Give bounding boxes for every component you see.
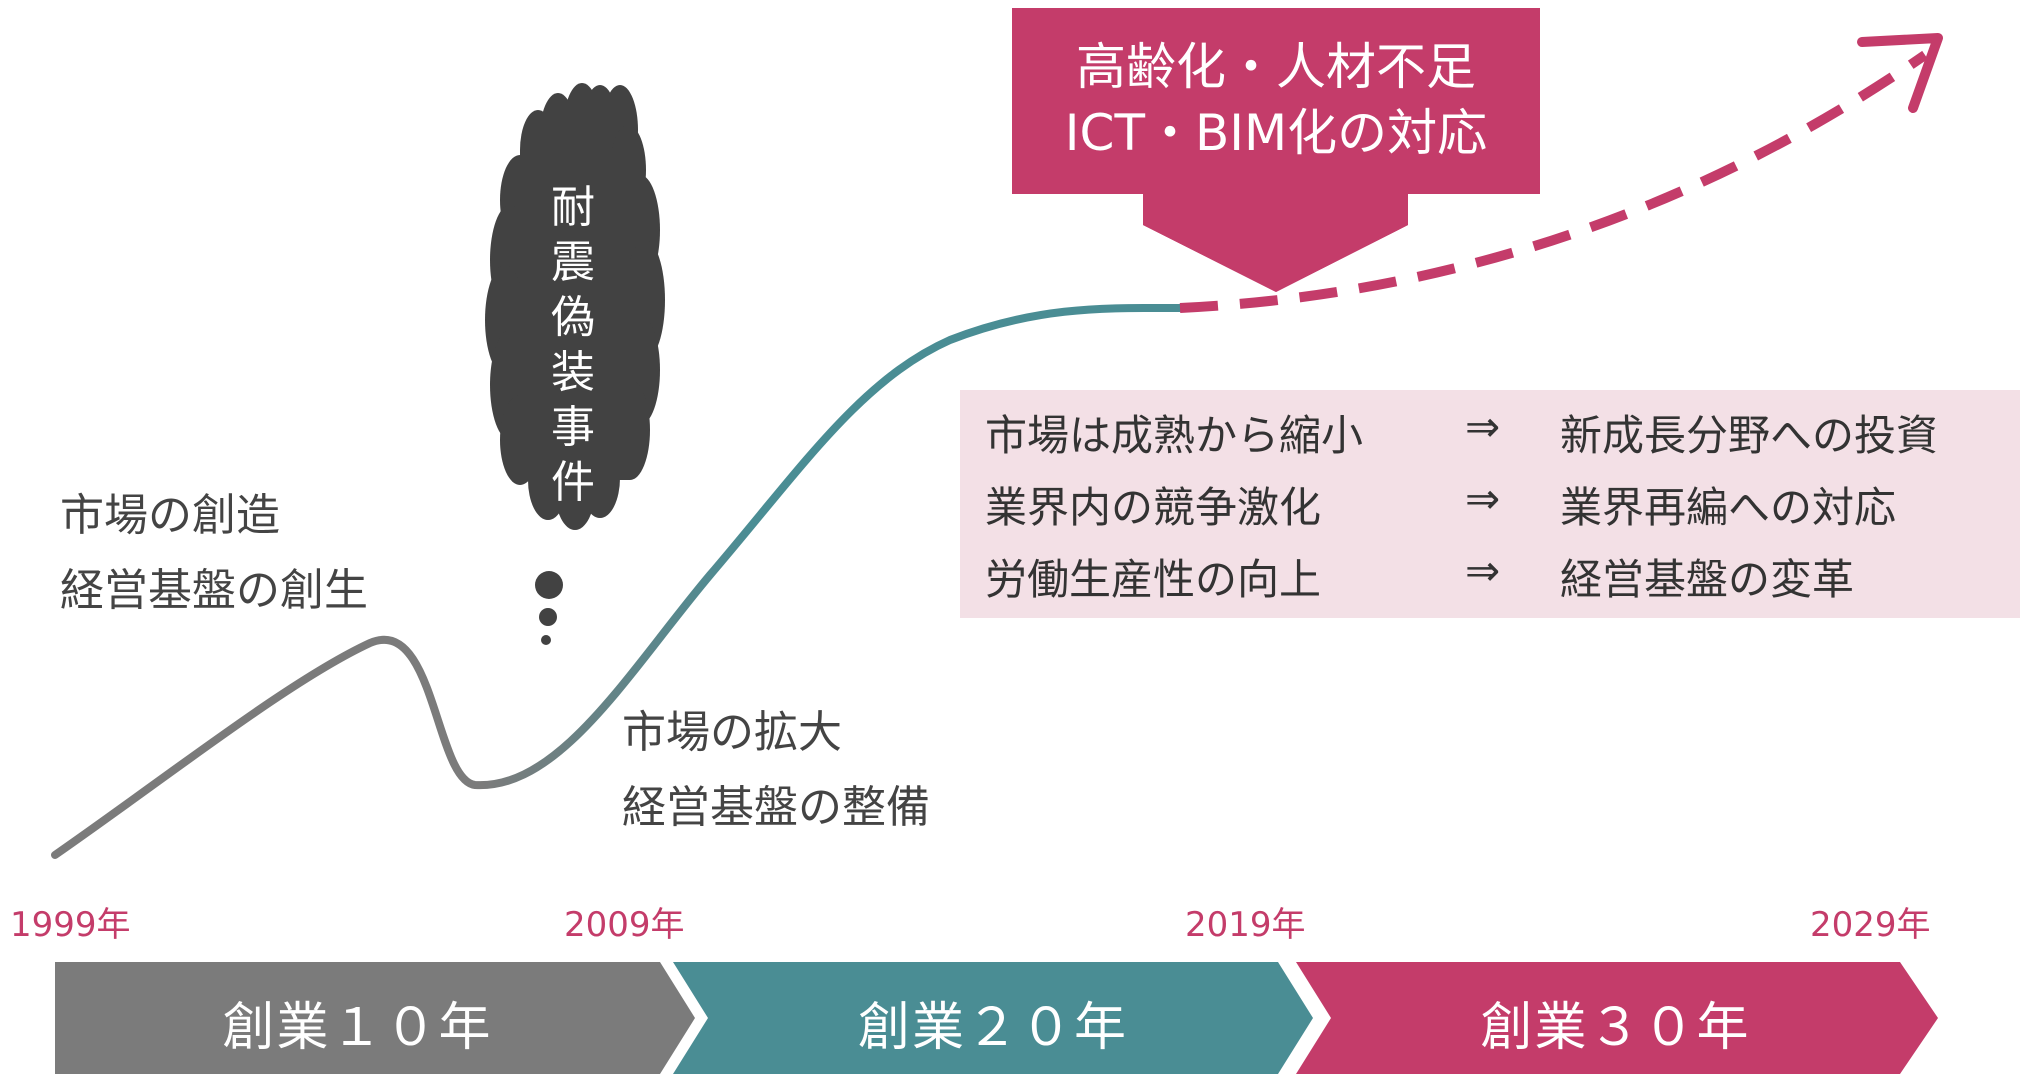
future-curve xyxy=(1179,50,1928,313)
strategy-arrow: ⇒ xyxy=(1465,546,1501,595)
strategy-row: 市場は成熟から縮小 ⇒ 新成長分野への投資 xyxy=(985,402,2015,462)
era-label-3: 創業３０年 xyxy=(1480,998,1751,1058)
strategy-arrow: ⇒ xyxy=(1465,402,1501,451)
strategy-arrow: ⇒ xyxy=(1465,474,1501,523)
era-arrow-2 xyxy=(673,962,1313,1074)
year-label-2029: 2029年 xyxy=(1810,905,1931,945)
era-label-1: 創業１０年 xyxy=(222,998,493,1058)
phase-1-text: 市場の創造 経営基盤の創生 xyxy=(60,478,368,628)
phase-1-line-1: 市場の創造 xyxy=(60,490,280,541)
era-arrow-3 xyxy=(1296,962,1938,1074)
year-label-2009: 2009年 xyxy=(564,905,685,945)
callout-line-2: ICT・BIM化の対応 xyxy=(1064,104,1488,162)
phase-1-line-2: 経営基盤の創生 xyxy=(60,565,368,616)
strategy-from: 労働生産性の向上 xyxy=(985,555,1322,604)
year-label-2019: 2019年 xyxy=(1185,905,1306,945)
phase-2-text: 市場の拡大 経営基盤の整備 xyxy=(622,695,930,845)
thought-cloud xyxy=(485,83,665,645)
callout-text: 高齢化・人材不足 ICT・BIM化の対応 xyxy=(1012,34,1540,166)
event-cloud-label: 耐震偽装事件 xyxy=(551,182,595,508)
callout-arrow-head xyxy=(1143,225,1408,292)
strategy-from: 業界内の競争激化 xyxy=(985,483,1322,532)
future-arrowhead xyxy=(1857,33,1943,113)
strategy-box: 市場は成熟から縮小 ⇒ 新成長分野への投資 業界内の競争激化 ⇒ 業界再編への対… xyxy=(960,390,2020,618)
phase-2-line-1: 市場の拡大 xyxy=(622,707,842,758)
strategy-to: 業界再編への対応 xyxy=(1560,483,1897,532)
strategy-to: 経営基盤の変革 xyxy=(1560,555,1855,604)
strategy-row: 労働生産性の向上 ⇒ 経営基盤の変革 xyxy=(985,546,2015,606)
era-label-2: 創業２０年 xyxy=(857,998,1128,1058)
year-label-1999: 1999年 xyxy=(10,905,131,945)
growth-curve xyxy=(51,303,1184,859)
phase-2-line-2: 経営基盤の整備 xyxy=(622,782,930,833)
era-arrow-1 xyxy=(55,962,695,1074)
strategy-to: 新成長分野への投資 xyxy=(1560,411,1939,460)
callout-line-1: 高齢化・人材不足 xyxy=(1076,38,1476,96)
strategy-from: 市場は成熟から縮小 xyxy=(985,411,1364,460)
strategy-row: 業界内の競争激化 ⇒ 業界再編への対応 xyxy=(985,474,2015,534)
callout-box xyxy=(1012,8,1540,194)
